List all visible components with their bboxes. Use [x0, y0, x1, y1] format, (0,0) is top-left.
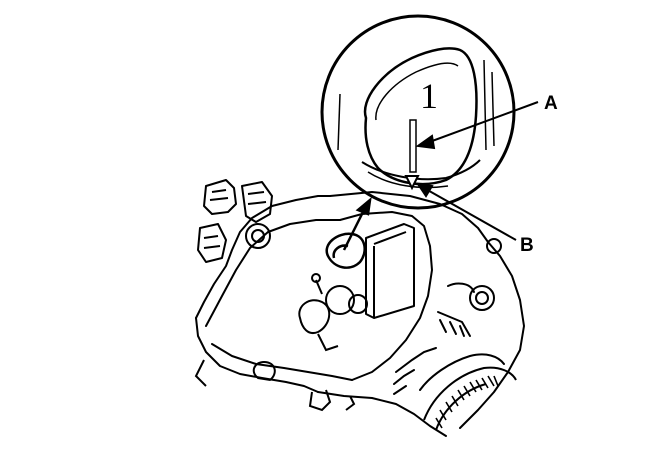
cover-ports — [252, 273, 368, 382]
index-pointer — [404, 175, 420, 191]
magnifier-callout — [320, 14, 516, 210]
clutch-disc — [423, 366, 517, 431]
bolt-left — [245, 223, 271, 249]
bolt-upper-right — [486, 238, 502, 254]
inspection-window — [325, 232, 366, 269]
timing-mark-number: 1 — [420, 76, 438, 116]
bolt-right — [469, 285, 495, 311]
flywheel-plate — [365, 223, 415, 319]
engine-housing — [195, 191, 525, 437]
timing-mark-line — [409, 119, 417, 173]
callout-b-label: B — [520, 235, 534, 256]
lower-fittings — [194, 359, 356, 412]
sensor-bracket — [197, 179, 273, 263]
housing-ribs — [393, 282, 505, 395]
leader-b — [415, 182, 517, 241]
clutch-teeth — [435, 375, 499, 429]
callout-a-label: A — [544, 93, 558, 114]
leader-a — [415, 101, 539, 150]
view-arrow — [342, 196, 372, 251]
